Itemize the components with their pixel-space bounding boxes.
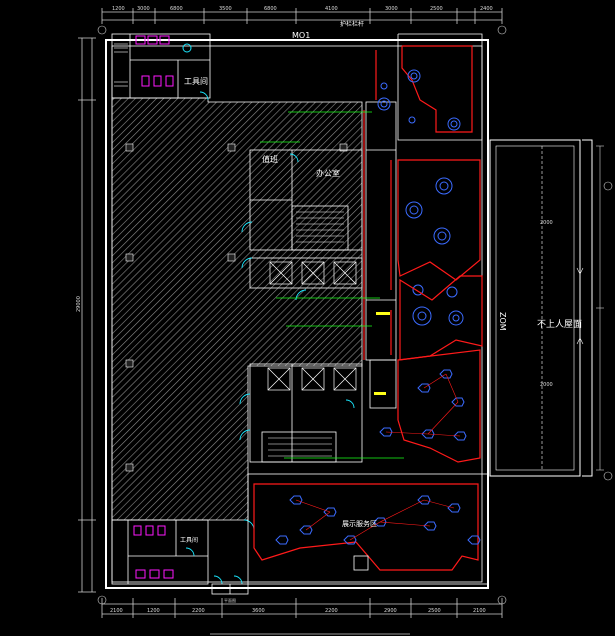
roof-slope-arrows [576, 180, 584, 436]
dim-top-4: 3500 [219, 6, 232, 12]
top-label: MO1 [292, 31, 310, 40]
dim-bottom-3: 2200 [192, 608, 205, 614]
exhibit-label: 展示服务区 [342, 519, 377, 528]
dim-top-3: 6800 [170, 6, 183, 12]
duty-label: 值班 [262, 154, 278, 164]
tool-room-top: 工具间 [184, 77, 208, 86]
dim-bottom-1: 2100 [110, 608, 123, 614]
exhibit-hexagons [275, 495, 481, 545]
roof-dim-bottom: 2000 [540, 382, 553, 388]
dim-bottom-5: 2200 [325, 608, 338, 614]
note-bottom: 平面图 [224, 597, 236, 603]
toilet-fixtures-bottom [133, 525, 174, 579]
dim-top-7: 3000 [385, 6, 398, 12]
roof-label: 不上人屋面 [537, 319, 582, 330]
hatched-hall [111, 97, 363, 521]
room-top-right [397, 33, 483, 141]
dim-top-9: 2400 [480, 6, 493, 12]
door-swings [185, 91, 355, 585]
hexagon-lights [379, 369, 467, 441]
red-strip-lights [363, 50, 392, 360]
room-top-right-ceiling [401, 45, 473, 133]
dim-top-2: 3000 [137, 6, 150, 12]
exhibit-links [295, 499, 455, 541]
dim-top-6: 4100 [325, 6, 338, 12]
toilet-block-bottom [111, 519, 209, 585]
exhibit-area-walls [247, 473, 489, 585]
dim-left-total: 29000 [76, 296, 82, 312]
dim-top-8: 2500 [430, 6, 443, 12]
dim-bottom-4: 3600 [252, 608, 265, 614]
structural-columns [125, 143, 348, 472]
elevator-shafts-bottom [267, 367, 357, 391]
hexagon-links [385, 373, 461, 437]
top-dimension-texts: 1200 3000 6800 3500 6800 4100 3000 2500 … [112, 6, 493, 12]
left-dimension-line [78, 37, 96, 593]
axis-bubbles [97, 25, 613, 605]
elevator-shafts-top [269, 261, 357, 285]
fixture-cyan-top [182, 43, 192, 53]
ceiling-lights-mid-right [405, 177, 464, 326]
roof-area [489, 139, 593, 477]
ceiling-lights-top-right [377, 69, 461, 131]
entrance-marks [211, 583, 249, 595]
toilet-fixtures-top [135, 35, 174, 87]
bottom-dimension-line [101, 598, 503, 618]
dim-bottom-2: 1200 [147, 608, 160, 614]
yellow-tags [374, 312, 390, 395]
roof-dimension [596, 145, 604, 471]
room-hex-outline [397, 349, 481, 463]
toilet-block-top [111, 33, 211, 99]
stair-center [268, 211, 344, 457]
central-core [249, 149, 363, 463]
room-mid-right-outline [397, 159, 481, 281]
top-dimension-line [101, 8, 503, 24]
room-lower-right-outline [399, 275, 483, 361]
tool-room-bottom: 工具间 [180, 536, 198, 544]
dim-top-5: 6800 [264, 6, 277, 12]
dim-top-1: 1200 [112, 6, 125, 12]
stair-top-left [114, 39, 128, 87]
office-label: 办公室 [316, 168, 340, 178]
dim-bottom-6: 2900 [384, 608, 397, 614]
dim-bottom-7: 2500 [428, 608, 441, 614]
top-right-label: 护栏栏杆 [340, 20, 364, 28]
right-label: ZOM [498, 312, 507, 331]
right-corridor [365, 101, 397, 409]
roof-dim-top: 2000 [540, 220, 553, 226]
green-leaders [260, 111, 404, 459]
dim-bottom-8: 2100 [473, 608, 486, 614]
exhibit-area-outline [253, 483, 479, 571]
bottom-dimension-texts: 2100 1200 2200 3600 2200 2900 2500 2100 [110, 608, 486, 614]
